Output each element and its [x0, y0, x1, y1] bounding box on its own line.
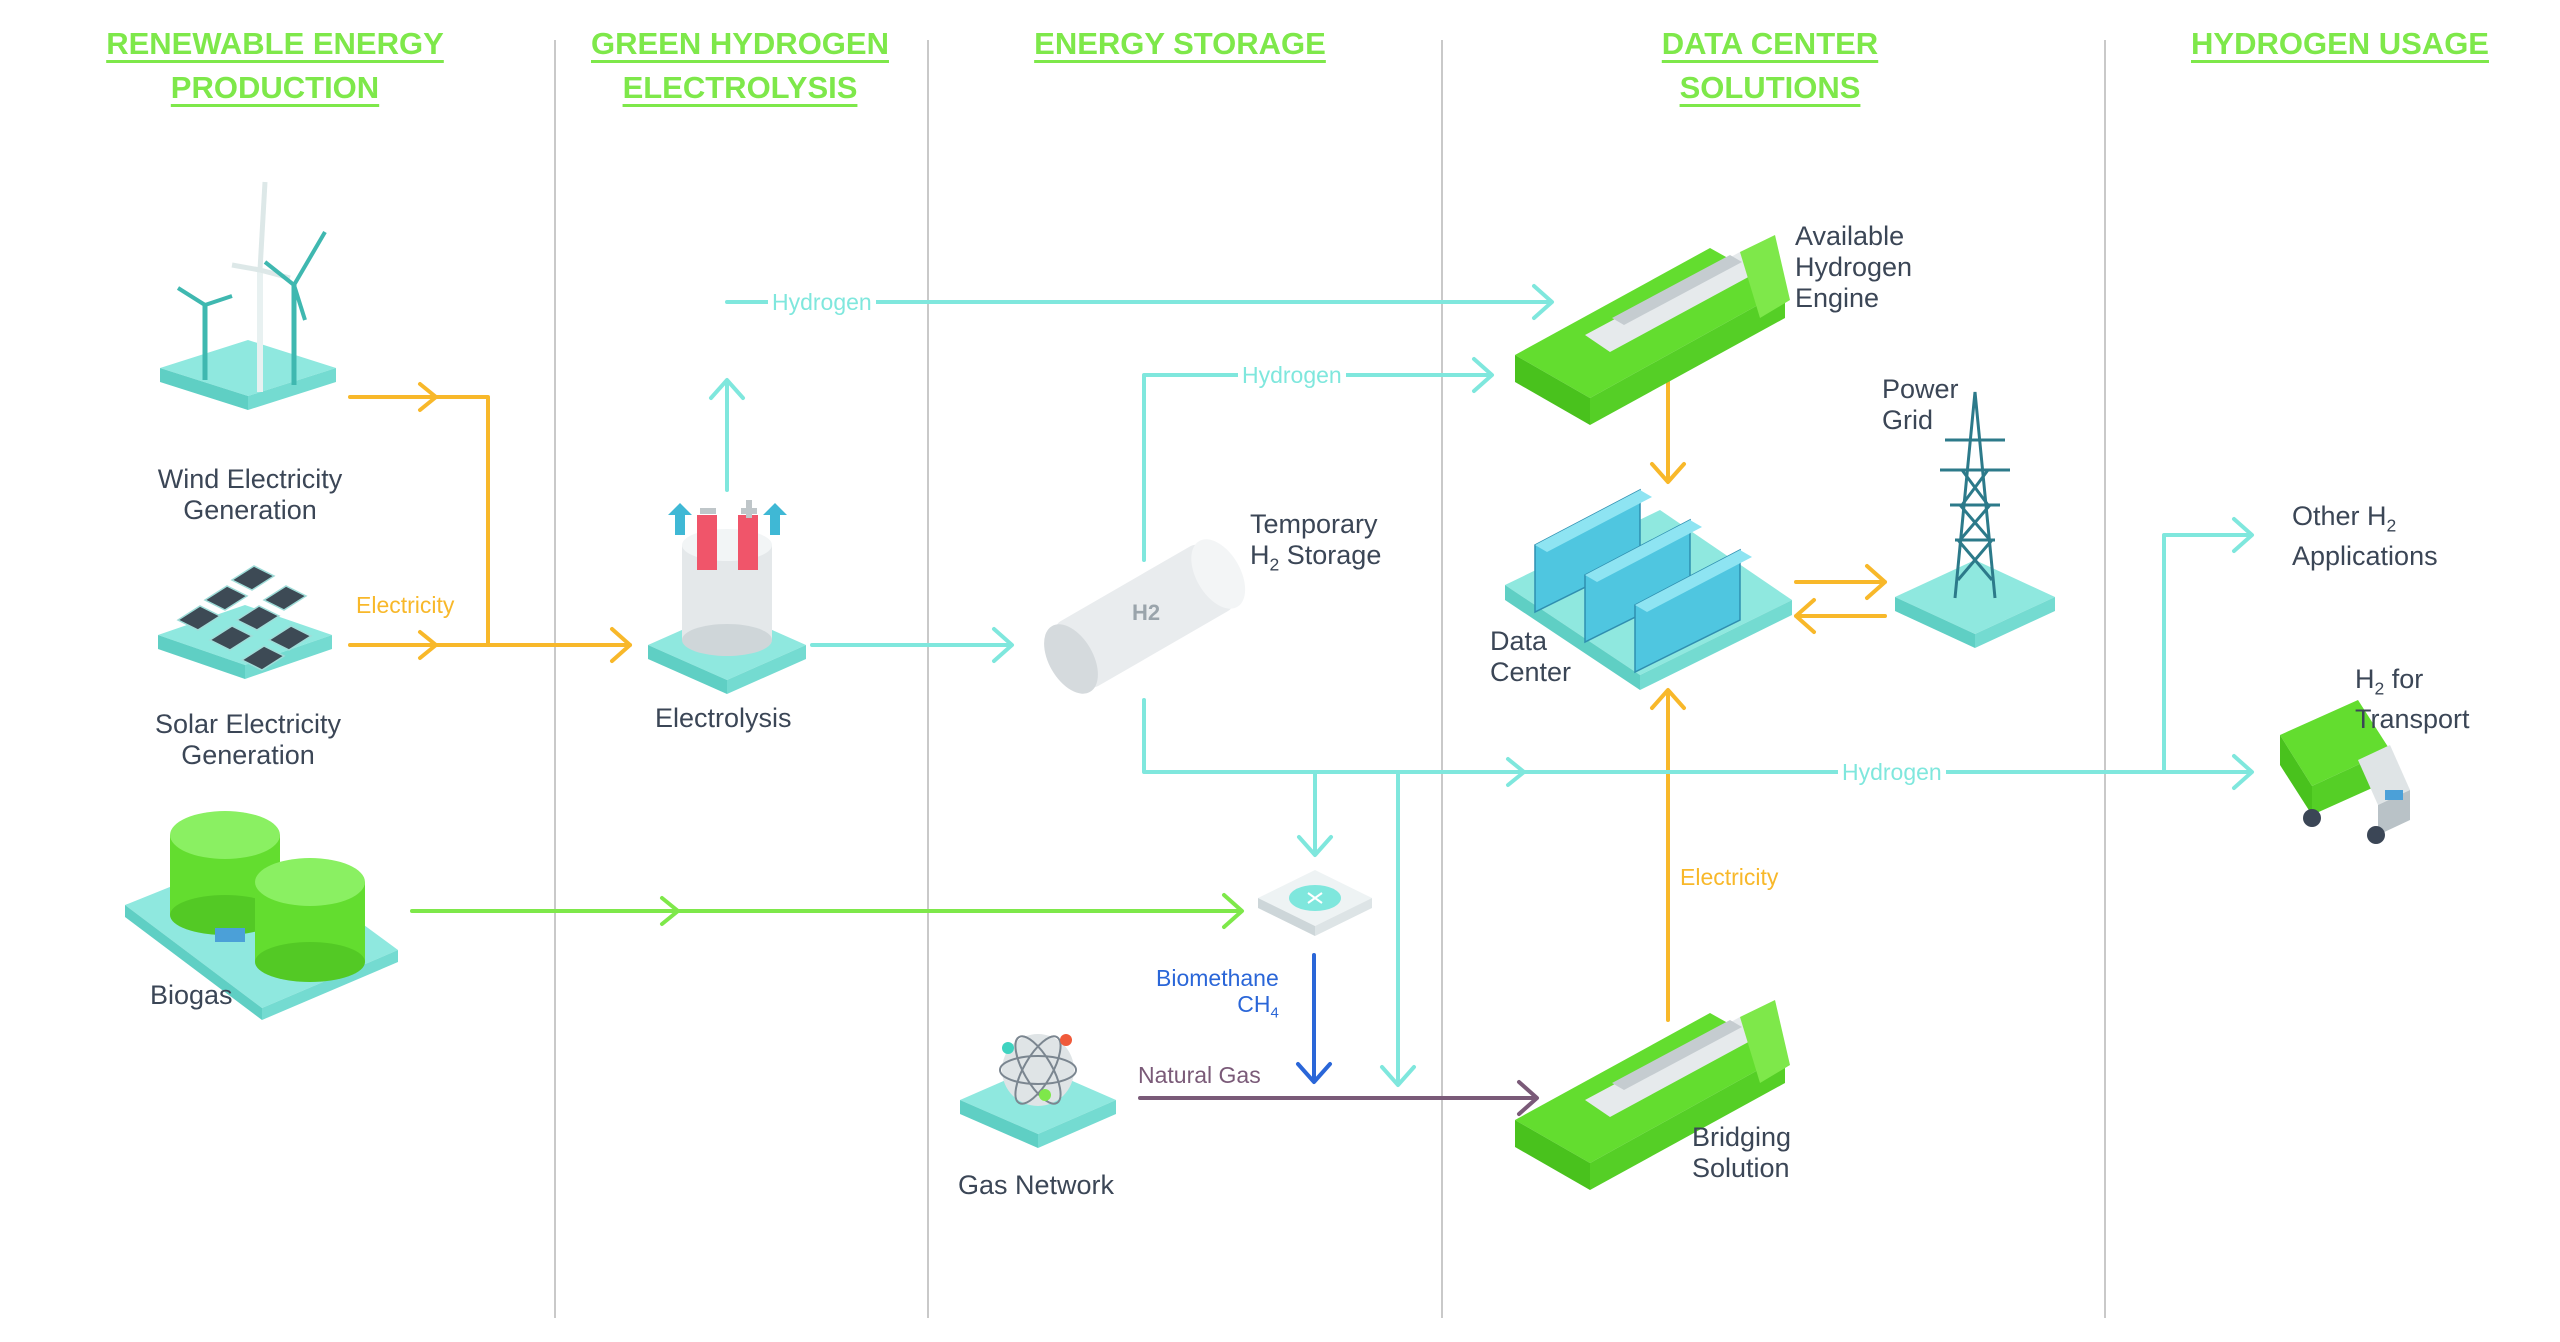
wind-label-line: Wind Electricity	[157, 464, 343, 494]
storage-label-line2: H2 Storage	[1250, 540, 1382, 575]
electricity-flows	[348, 368, 1887, 1022]
flow-label-hydrogen-storage: Hydrogen	[1238, 362, 1346, 388]
power-grid-label-line: Power	[1882, 374, 1959, 404]
gas-mixer-icon	[1258, 870, 1372, 936]
biogas-label: Biogas	[150, 980, 233, 1011]
column-title-line: ENERGY STORAGE	[1034, 26, 1326, 61]
electrolysis-label: Electrolysis	[655, 703, 792, 734]
data-center-icon	[1505, 488, 1792, 690]
hydrogen-main-chevron	[1506, 757, 1526, 787]
flow-label-hydrogen-top: Hydrogen	[768, 289, 876, 315]
electricity-wind-line	[348, 395, 490, 647]
flow-label-electricity-bridging: Electricity	[1676, 864, 1783, 890]
electricity-engine-to-dc	[1650, 368, 1686, 484]
storage-label-line: Temporary	[1250, 509, 1378, 539]
solar-label-line: Solar Electricity	[154, 709, 342, 739]
flow-label-biomethane: Biomethane CH4	[1152, 965, 1283, 1027]
wind-label-line: Generation	[183, 495, 317, 525]
electricity-electrolysis-arrow	[610, 627, 632, 663]
biomethane-text: Biomethane	[1156, 965, 1279, 991]
engine-label-line: Available	[1795, 221, 1905, 251]
hydrogen-tank-icon: H2	[1044, 539, 1246, 694]
power-grid-icon	[1895, 391, 2055, 648]
engine-label: Available Hydrogen Engine	[1795, 221, 1912, 314]
column-title-renewable: RENEWABLE ENERGY PRODUCTION	[85, 22, 465, 110]
solar-label: Solar Electricity Generation	[128, 709, 368, 771]
electricity-grid-to-dc	[1794, 598, 1887, 634]
biogas-tanks-icon	[125, 811, 398, 1020]
hydrogen-storage-main	[1142, 698, 2254, 790]
biogas-label-text: Biogas	[150, 980, 233, 1010]
bridging-label-line: Bridging	[1692, 1122, 1792, 1152]
electrolysis-icon	[648, 500, 806, 694]
engine-label-line: Engine	[1795, 283, 1880, 313]
natural-gas-line	[1138, 1080, 1539, 1116]
column-title-line: RENEWABLE ENERGY	[106, 26, 444, 61]
column-title-data-center: DATA CENTER SOLUTIONS	[1600, 22, 1940, 110]
flow-label-natural-gas: Natural Gas	[1138, 1062, 1261, 1088]
data-center-label: Data Center	[1490, 626, 1571, 688]
tank-h2-mark: H2	[1132, 600, 1160, 625]
column-dividers	[554, 40, 2106, 1318]
biogas-chevron	[660, 896, 680, 926]
gas-network-label: Gas Network	[958, 1170, 1114, 1201]
hydrogen-flows	[709, 284, 2254, 1087]
hydrogen-storage-to-engine	[1142, 357, 1494, 562]
hydrogen-electrolysis-to-storage	[810, 627, 1014, 663]
other-h2-label-line1: Other H2	[2292, 501, 2397, 536]
engine-label-line: Hydrogen	[1795, 252, 1913, 282]
biogas-flow	[410, 893, 1244, 929]
solar-label-line: Generation	[181, 740, 315, 770]
solar-panel-icon	[158, 565, 332, 679]
data-center-label-line: Center	[1490, 657, 1572, 687]
electricity-solar-chevron	[418, 630, 438, 660]
hydrogen-electrolysis-up	[709, 378, 745, 492]
column-title-line: GREEN HYDROGEN	[591, 26, 889, 61]
hydrogen-to-mixer	[1297, 770, 1333, 857]
transport-label-line1: H2 for	[2355, 664, 2424, 699]
wind-label: Wind Electricity Generation	[130, 464, 370, 526]
ch4-text: CH4	[1237, 991, 1279, 1022]
column-title-line: ELECTROLYSIS	[622, 70, 858, 105]
flow-label-hydrogen-main: Hydrogen	[1838, 759, 1946, 785]
flow-label-electricity-solar: Electricity	[352, 592, 459, 618]
column-title-hydrogen-electrolysis: GREEN HYDROGEN ELECTROLYSIS	[565, 22, 915, 110]
biomethane-flow	[1296, 953, 1332, 1084]
power-grid-label: Power Grid	[1882, 374, 1959, 436]
transport-label-line: Transport	[2355, 704, 2470, 735]
electricity-dc-to-grid	[1794, 564, 1887, 600]
data-center-label-line: Data	[1490, 626, 1548, 656]
biomethane-line	[1296, 953, 1332, 1084]
hydrogen-to-bridging	[1380, 770, 1416, 1087]
biogas-line	[410, 893, 1244, 929]
column-title-line: PRODUCTION	[170, 70, 380, 105]
column-title-line: HYDROGEN USAGE	[2191, 26, 2489, 61]
column-title-line: SOLUTIONS	[1679, 70, 1861, 105]
storage-label: Temporary H2 Storage	[1250, 509, 1381, 580]
electricity-bridging-to-dc	[1650, 688, 1686, 1022]
column-title-line: DATA CENTER	[1661, 26, 1879, 61]
gas-network-icon	[960, 1034, 1116, 1148]
truck-icon	[2280, 700, 2410, 844]
hydrogen-main-to-other	[2162, 517, 2254, 774]
column-title-energy-storage: ENERGY STORAGE	[990, 22, 1370, 66]
electrolysis-label-text: Electrolysis	[655, 703, 792, 733]
bridging-label: Bridging Solution	[1692, 1122, 1791, 1184]
wind-turbine-icon	[160, 181, 336, 410]
transport-label: H2 for Transport	[2355, 664, 2470, 735]
other-h2-label: Other H2 Applications	[2292, 501, 2438, 572]
gas-network-label-text: Gas Network	[958, 1170, 1115, 1200]
hydrogen-engine-icon	[1515, 235, 1790, 425]
bridging-engine-icon	[1515, 1000, 1790, 1190]
natural-gas-flow	[1138, 1080, 1539, 1116]
electricity-wind-chevron	[418, 382, 438, 412]
power-grid-label-line: Grid	[1882, 405, 1934, 435]
bridging-label-line: Solution	[1692, 1153, 1790, 1183]
column-title-hydrogen-usage: HYDROGEN USAGE	[2170, 22, 2510, 66]
other-h2-label-line: Applications	[2292, 541, 2438, 572]
